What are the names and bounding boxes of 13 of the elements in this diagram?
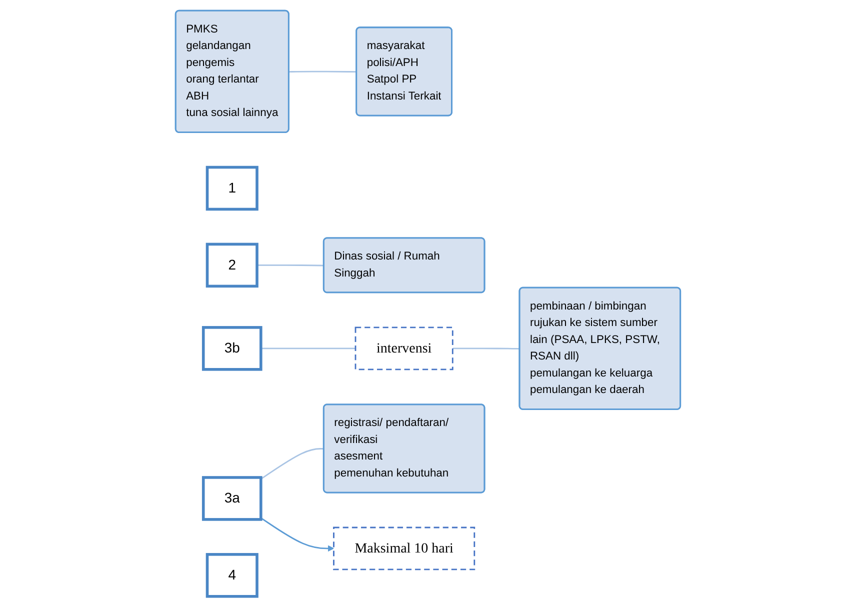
connector [256,264,324,266]
node-box: 3a [201,476,262,521]
node-box: 2 [205,242,258,288]
connector [260,448,324,480]
node-box: 3b [201,326,262,371]
connector [288,70,356,72]
arrow [260,517,334,552]
node-box: 4 [205,553,258,598]
connector [260,348,356,350]
connector [452,348,520,350]
node-box: 1 [205,166,258,211]
node-box: intervensi [354,326,453,370]
node-box: Maksimal 10 hari [332,526,475,570]
